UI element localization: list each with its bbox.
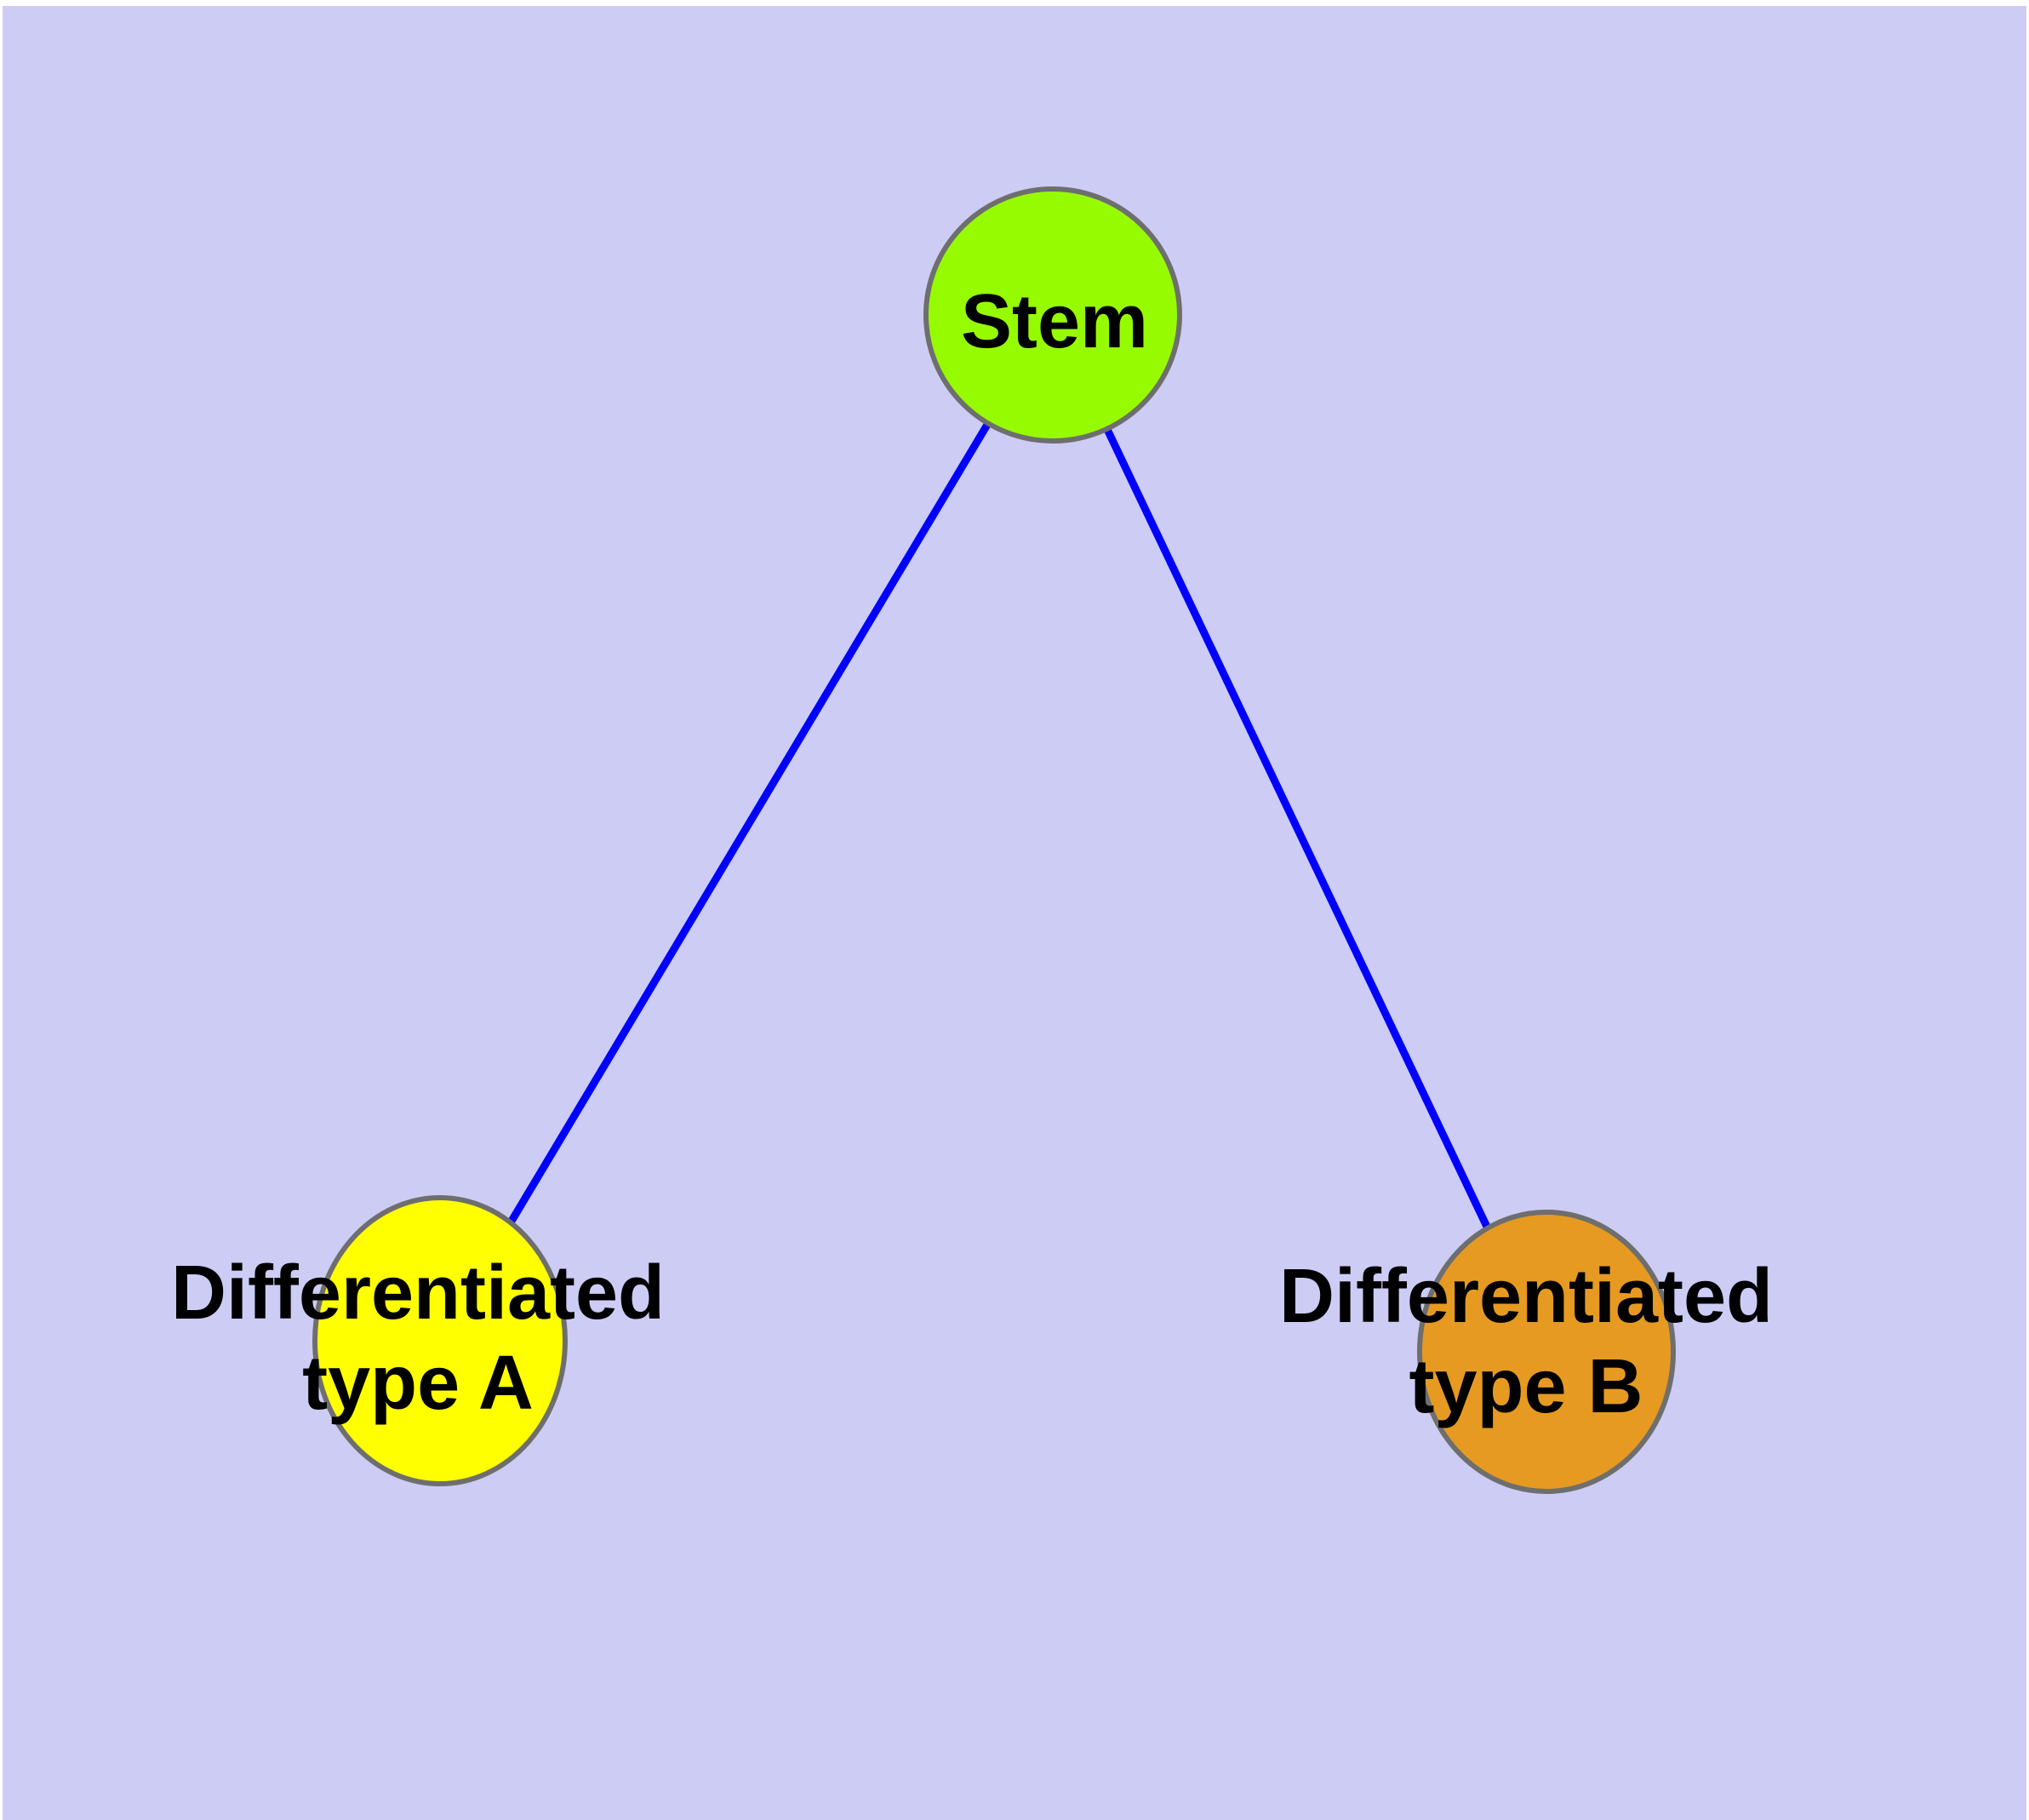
node-differentiated-type-a — [312, 1195, 568, 1486]
node-stem-label: Stem — [961, 279, 1148, 364]
node-type-a-label-line1: Differentiated — [171, 1251, 665, 1336]
node-type-a-label-line2: type A — [302, 1341, 534, 1426]
edge-stem-to-type-a — [437, 312, 1056, 1343]
node-differentiated-type-b — [1417, 1210, 1676, 1494]
node-stem — [923, 186, 1182, 444]
node-type-b-label-line1: Differentiated — [1279, 1254, 1773, 1339]
edge-stem-to-type-b — [1049, 313, 1551, 1354]
node-type-b-label-line2: type B — [1409, 1344, 1643, 1429]
